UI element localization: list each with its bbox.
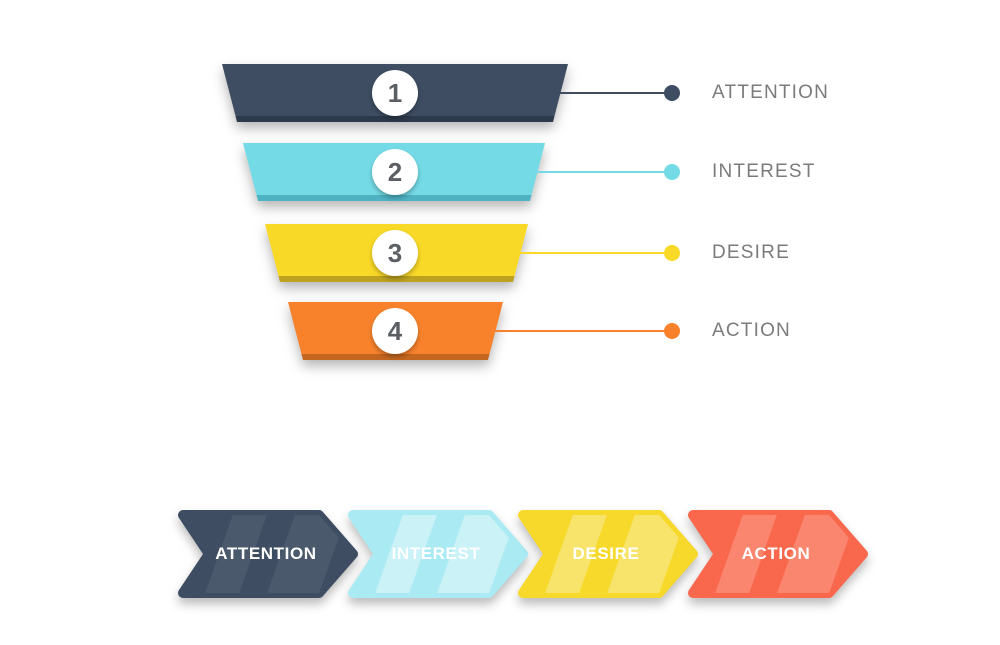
connector-dot-interest (664, 164, 680, 180)
arrow-attention (178, 510, 358, 598)
arrow-desire-outline (518, 510, 698, 598)
stage-label-attention: ATTENTION (712, 82, 830, 103)
stage-label-desire: DESIRE (712, 242, 790, 263)
funnel-segment-interest-bevel (256, 195, 532, 201)
stage-number-4: 4 (387, 315, 403, 346)
stage-number-badge-4: 4 (372, 308, 418, 354)
connector-line-action (494, 330, 672, 332)
arrow-attention-shape (183, 515, 353, 593)
arrow-action (688, 510, 868, 598)
funnel-segment-attention-bevel (235, 116, 555, 122)
arrow-label-interest: INTEREST (391, 544, 481, 563)
arrow-desire-shape (523, 515, 693, 593)
stage-label-interest: INTEREST (712, 161, 816, 182)
arrow-interest (348, 510, 528, 598)
stage-number-3: 3 (387, 237, 403, 268)
stage-number-badge-2: 2 (372, 149, 418, 195)
connector-line-interest (530, 171, 672, 173)
stage-label-action: ACTION (712, 320, 791, 341)
connector-dot-attention (664, 85, 680, 101)
arrow-action-gloss (712, 515, 860, 593)
arrow-interest-shape (353, 515, 523, 593)
stage-number-2: 2 (387, 156, 403, 187)
stage-number-badge-1: 1 (372, 70, 418, 116)
funnel-segment-desire-bevel (278, 276, 515, 282)
connector-dot-desire (664, 245, 680, 261)
arrow-action-outline (688, 510, 868, 598)
arrow-label-attention: ATTENTION (215, 544, 317, 563)
stage-number-1: 1 (387, 77, 403, 108)
arrow-interest-gloss (372, 515, 520, 593)
arrow-label-desire: DESIRE (572, 544, 640, 563)
arrow-action-shape (693, 515, 863, 593)
arrow-attention-gloss (202, 515, 350, 593)
funnel-segment-action-bevel (301, 354, 490, 360)
arrow-desire (518, 510, 698, 598)
arrow-interest-outline (348, 510, 528, 598)
connector-line-desire (512, 252, 672, 254)
stage-number-badge-3: 3 (372, 230, 418, 276)
connector-line-attention (552, 92, 672, 94)
arrow-label-action: ACTION (741, 544, 811, 563)
arrow-attention-outline (178, 510, 358, 598)
connector-dot-action (664, 323, 680, 339)
arrow-desire-gloss (542, 515, 690, 593)
